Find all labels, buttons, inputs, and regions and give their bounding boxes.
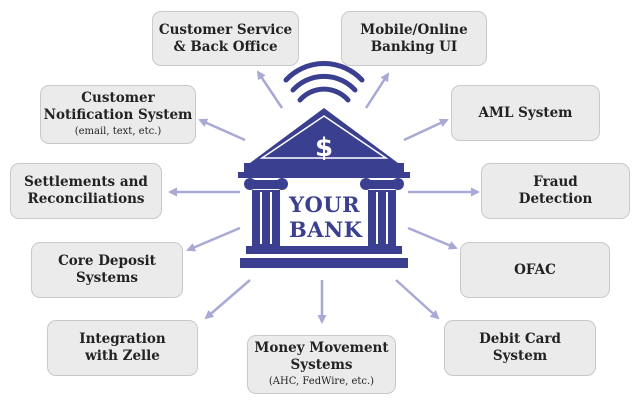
arrow-to-mobile-online xyxy=(364,72,390,109)
bank-label: YOUR BANK xyxy=(289,192,363,242)
money-movement-line2: Systems xyxy=(290,357,353,374)
fraud-line1: Fraud xyxy=(533,174,578,191)
arrow-to-debit-card xyxy=(395,279,440,320)
aml-box: AML System xyxy=(451,85,600,141)
customer-notification-line1: Customer xyxy=(81,90,155,107)
customer-service-line2: & Back Office xyxy=(173,38,278,55)
core-deposit-line2: Systems xyxy=(76,270,138,286)
arrow-to-ofac xyxy=(407,226,458,250)
bank-right-column xyxy=(360,178,404,246)
fraud-box: Fraud Detection xyxy=(481,163,630,219)
arrow-to-customer-service xyxy=(256,70,284,109)
customer-service-line1: Customer Service xyxy=(158,21,293,38)
zelle-line2: with Zelle xyxy=(85,348,160,364)
money-movement-sub: (AHC, FedWire, etc.) xyxy=(268,376,375,388)
wifi-signal-icon xyxy=(283,61,365,103)
mobile-online-line2: Banking UI xyxy=(370,38,458,55)
ofac-line1: OFAC xyxy=(514,261,556,278)
settlements-box: Settlements and Reconciliations xyxy=(10,163,162,219)
core-deposit-box: Core Deposit Systems xyxy=(31,242,183,298)
core-deposit-line1: Core Deposit xyxy=(58,253,156,270)
customer-notification-box: Customer Notification System (email, tex… xyxy=(40,85,196,144)
money-movement-box: Money Movement Systems (AHC, FedWire, et… xyxy=(247,335,396,394)
bank-roof xyxy=(250,108,398,163)
debit-card-box: Debit Card System xyxy=(444,320,596,376)
customer-notification-sub: (email, text, etc.) xyxy=(74,126,162,138)
customer-service-box: Customer Service & Back Office xyxy=(152,11,299,66)
zelle-box: Integration with Zelle xyxy=(47,320,198,376)
aml-line1: AML System xyxy=(478,104,573,121)
bank-label-line2: BANK xyxy=(289,217,363,242)
money-movement-line1: Money Movement xyxy=(254,340,389,357)
debit-card-line1: Debit Card xyxy=(479,331,561,348)
dollar-sign-icon: $ xyxy=(315,133,333,163)
ofac-box: OFAC xyxy=(460,242,610,298)
arrow-to-customer-notification xyxy=(198,118,246,142)
settlements-line1: Settlements and xyxy=(24,174,148,191)
fraud-line2: Detection xyxy=(518,191,593,207)
settlements-line2: Reconciliations xyxy=(27,191,145,207)
customer-notification-line2: Notification System xyxy=(43,107,193,124)
mobile-online-box: Mobile/Online Banking UI xyxy=(341,11,487,66)
bank-left-column xyxy=(244,178,288,246)
zelle-line1: Integration xyxy=(79,331,166,348)
arrow-to-zelle xyxy=(204,279,251,320)
debit-card-line2: System xyxy=(492,348,548,364)
arrow-to-aml xyxy=(403,118,449,142)
mobile-online-line1: Mobile/Online xyxy=(360,21,468,38)
bank-label-line1: YOUR xyxy=(289,192,361,217)
arrow-to-core-deposit xyxy=(186,226,241,252)
